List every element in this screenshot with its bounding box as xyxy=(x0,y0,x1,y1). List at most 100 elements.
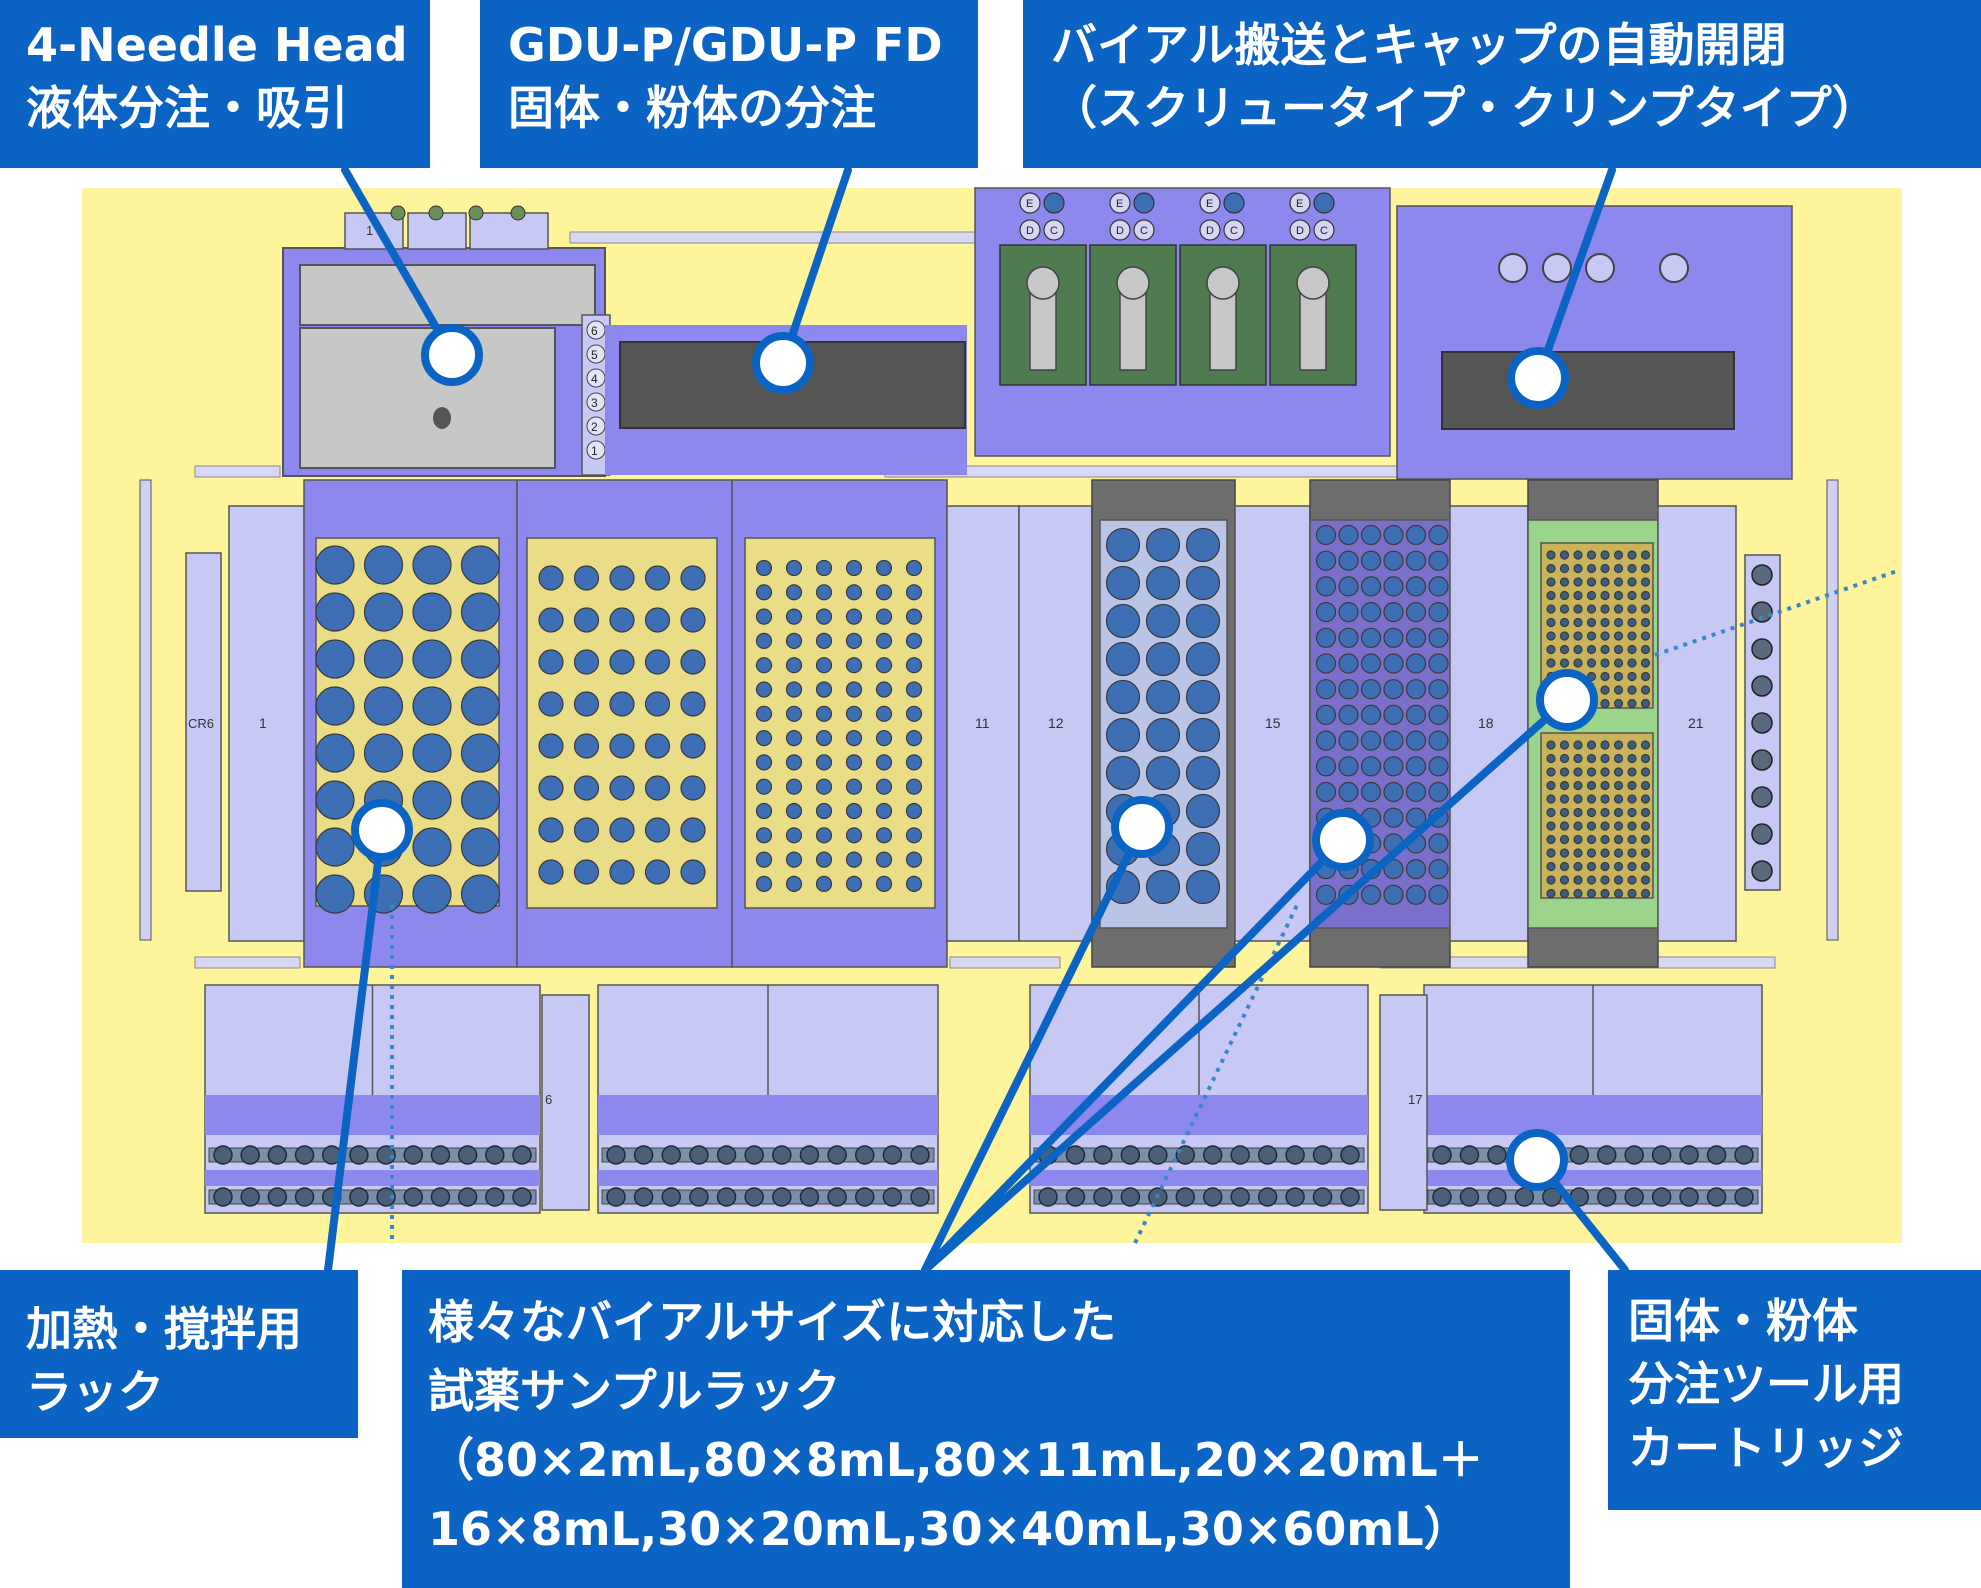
cartridge-well xyxy=(1640,644,1651,655)
vial-2ml xyxy=(755,559,773,577)
cartridge-slot xyxy=(1679,1145,1699,1165)
vial-8ml xyxy=(538,859,564,885)
cartridge-well xyxy=(1586,644,1597,655)
cartridge-well xyxy=(1640,740,1651,750)
cartridge-rail xyxy=(208,1189,537,1205)
mini-rack-knob xyxy=(428,205,444,221)
cartridge-well xyxy=(1546,563,1556,574)
cartridge-well xyxy=(1613,848,1624,858)
vial-2ml xyxy=(815,729,833,747)
cartridge-well xyxy=(1573,604,1583,614)
vial-11ml xyxy=(1338,627,1359,648)
cartridge-slot xyxy=(1065,1187,1086,1207)
mini-rack-knob xyxy=(510,205,526,221)
cartridge-slot xyxy=(457,1145,478,1165)
cartridge-well xyxy=(1640,577,1651,587)
vial-11ml xyxy=(1383,679,1404,700)
station-letter: C xyxy=(1140,225,1148,237)
vial-2ml xyxy=(815,584,833,601)
vial-large xyxy=(1145,869,1181,905)
cartridge-slot xyxy=(1542,1187,1562,1207)
callout-cartridge: 固体・粉体 分注ツール用 カートリッジ xyxy=(1608,1270,1981,1510)
cartridge-well xyxy=(1586,563,1597,574)
cartridge-slot xyxy=(485,1187,505,1207)
tower-number: 6 xyxy=(591,324,598,338)
cartridge-well xyxy=(1573,550,1583,560)
vial-2ml xyxy=(845,632,863,650)
module-band xyxy=(598,1095,938,1135)
cartridge-slot xyxy=(854,1187,875,1207)
vial-2ml xyxy=(875,681,893,698)
cr6-strip xyxy=(185,552,222,892)
cartridge-slot xyxy=(827,1145,847,1165)
cartridge-well xyxy=(1600,590,1610,601)
cartridge-well xyxy=(1586,671,1597,682)
cartridge-well xyxy=(1600,861,1610,872)
vial-large xyxy=(1185,527,1221,563)
cartridge-well xyxy=(1573,590,1583,601)
station-letter: D xyxy=(1296,225,1304,237)
station-slot xyxy=(1019,219,1041,241)
cartridge-well xyxy=(1573,658,1583,668)
callout-sample-rack: 様々なバイアルサイズに対応した 試薬サンプルラック （80×2mL,80×8mL… xyxy=(402,1270,1570,1588)
vial-11ml xyxy=(1360,756,1382,777)
vial-2ml xyxy=(755,681,773,698)
cartridge-well xyxy=(1559,780,1570,791)
cartridge-well xyxy=(1613,550,1624,560)
cartridge-well xyxy=(1613,794,1624,804)
vial-2ml xyxy=(755,827,773,844)
vial-11ml xyxy=(1315,550,1337,571)
callout-line: （80×2mL,80×8mL,80×11mL,20×20mL＋ xyxy=(428,1433,1484,1487)
vial-2ml xyxy=(905,681,923,698)
callout-line: 16×8mL,30×20mL,30×40mL,30×60mL） xyxy=(428,1502,1470,1556)
vial-11ml xyxy=(1360,884,1382,905)
cartridge-well xyxy=(1600,577,1610,587)
vial-8ml xyxy=(538,817,564,843)
position-1-panel xyxy=(228,505,305,942)
cartridge-well xyxy=(1600,631,1610,641)
vial-11ml xyxy=(1428,781,1449,803)
cartridge-slot xyxy=(1624,1145,1644,1165)
vial-8ml xyxy=(609,565,635,591)
vial-20ml xyxy=(412,686,452,726)
vial-11ml xyxy=(1315,524,1337,546)
vial-8ml xyxy=(644,817,671,843)
cartridge-slot xyxy=(772,1145,792,1165)
vial-large xyxy=(1105,679,1141,715)
cartridge-well xyxy=(1573,794,1583,804)
cartridge-slot xyxy=(294,1187,315,1207)
vial-2ml xyxy=(815,657,833,674)
vial-2ml xyxy=(875,875,893,893)
vial-8ml xyxy=(644,859,671,885)
vial-11ml xyxy=(1360,601,1382,623)
vial-11ml xyxy=(1360,627,1382,648)
station-vial xyxy=(1133,192,1155,214)
vial-8ml xyxy=(680,817,706,843)
cartridge-slot xyxy=(1038,1187,1058,1207)
cartridge-slot xyxy=(1202,1145,1223,1165)
cartridge-well xyxy=(1546,780,1556,791)
cartridge-well xyxy=(1600,685,1610,695)
vial-11ml xyxy=(1338,653,1359,674)
station-slot xyxy=(1199,192,1221,214)
vial-11ml xyxy=(1428,730,1449,751)
vial-2ml xyxy=(905,584,923,601)
cartridge-slot xyxy=(799,1187,820,1207)
vial-11ml xyxy=(1338,781,1359,803)
bottom-rail-mid xyxy=(949,956,1061,969)
vial-11ml xyxy=(1383,704,1404,726)
cartridge-slot xyxy=(1285,1187,1305,1207)
cartridge-slot xyxy=(1432,1187,1452,1207)
tower-number: 1 xyxy=(591,444,598,458)
cartridge-slot xyxy=(1202,1187,1223,1207)
vial-20ml xyxy=(412,733,452,773)
callout-line: 固体・粉体 xyxy=(1628,1294,1858,1348)
cartridge-slot xyxy=(1230,1187,1250,1207)
cartridge-well xyxy=(1546,577,1556,587)
vial-2ml xyxy=(905,608,923,625)
cartridge-well xyxy=(1559,888,1570,899)
callout-line: 分注ツール用 xyxy=(1628,1357,1904,1412)
vial-large xyxy=(1105,717,1141,753)
vial-8ml xyxy=(680,733,706,759)
